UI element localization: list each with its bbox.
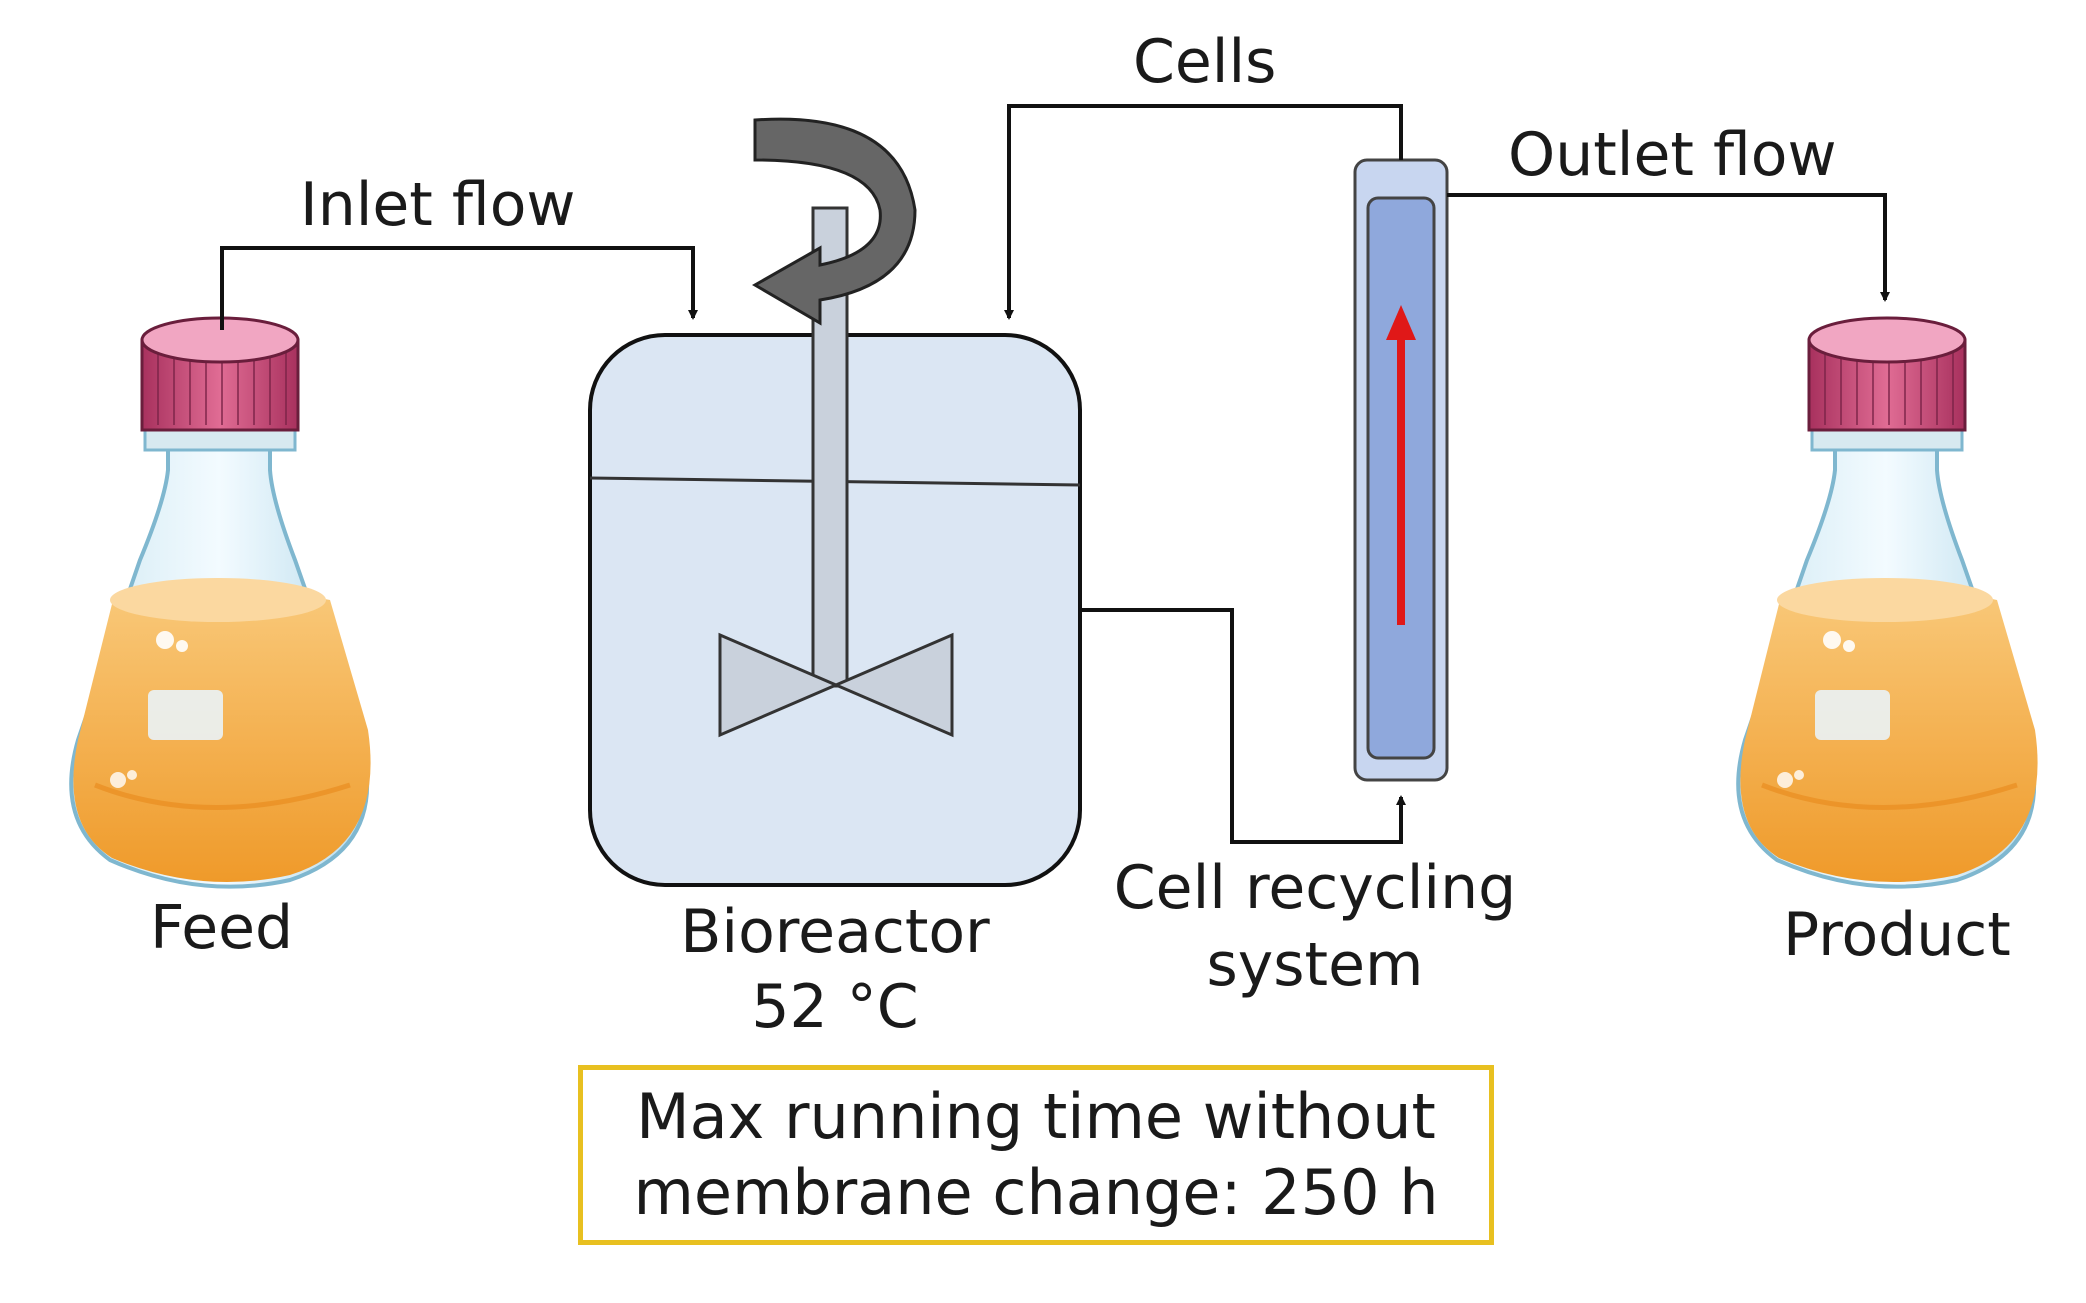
product-label: Product <box>1783 900 2011 970</box>
bioreactor-label: Bioreactor <box>680 897 990 967</box>
cell-recycling-label-line2: system <box>1206 930 1424 1000</box>
feed-flask <box>69 316 371 889</box>
temperature-label: 52 °C <box>751 972 919 1042</box>
feed-label: Feed <box>150 893 294 963</box>
cells-label: Cells <box>1133 27 1277 97</box>
outlet-flow-label: Outlet flow <box>1508 120 1837 190</box>
note-box: Max running time without membrane change… <box>578 1065 1494 1245</box>
note-line-2: membrane change: 250 h <box>633 1156 1439 1229</box>
cell-recycling-label-line1: Cell recycling <box>1113 853 1517 923</box>
rotation-arrow-icon <box>751 117 917 326</box>
flow-lines <box>220 104 1890 844</box>
product-flask <box>1736 316 2038 889</box>
cell-recycling-column <box>1353 158 1449 782</box>
note-line-1: Max running time without <box>636 1080 1436 1154</box>
impeller <box>718 206 954 738</box>
inlet-flow-label: Inlet flow <box>300 170 576 240</box>
